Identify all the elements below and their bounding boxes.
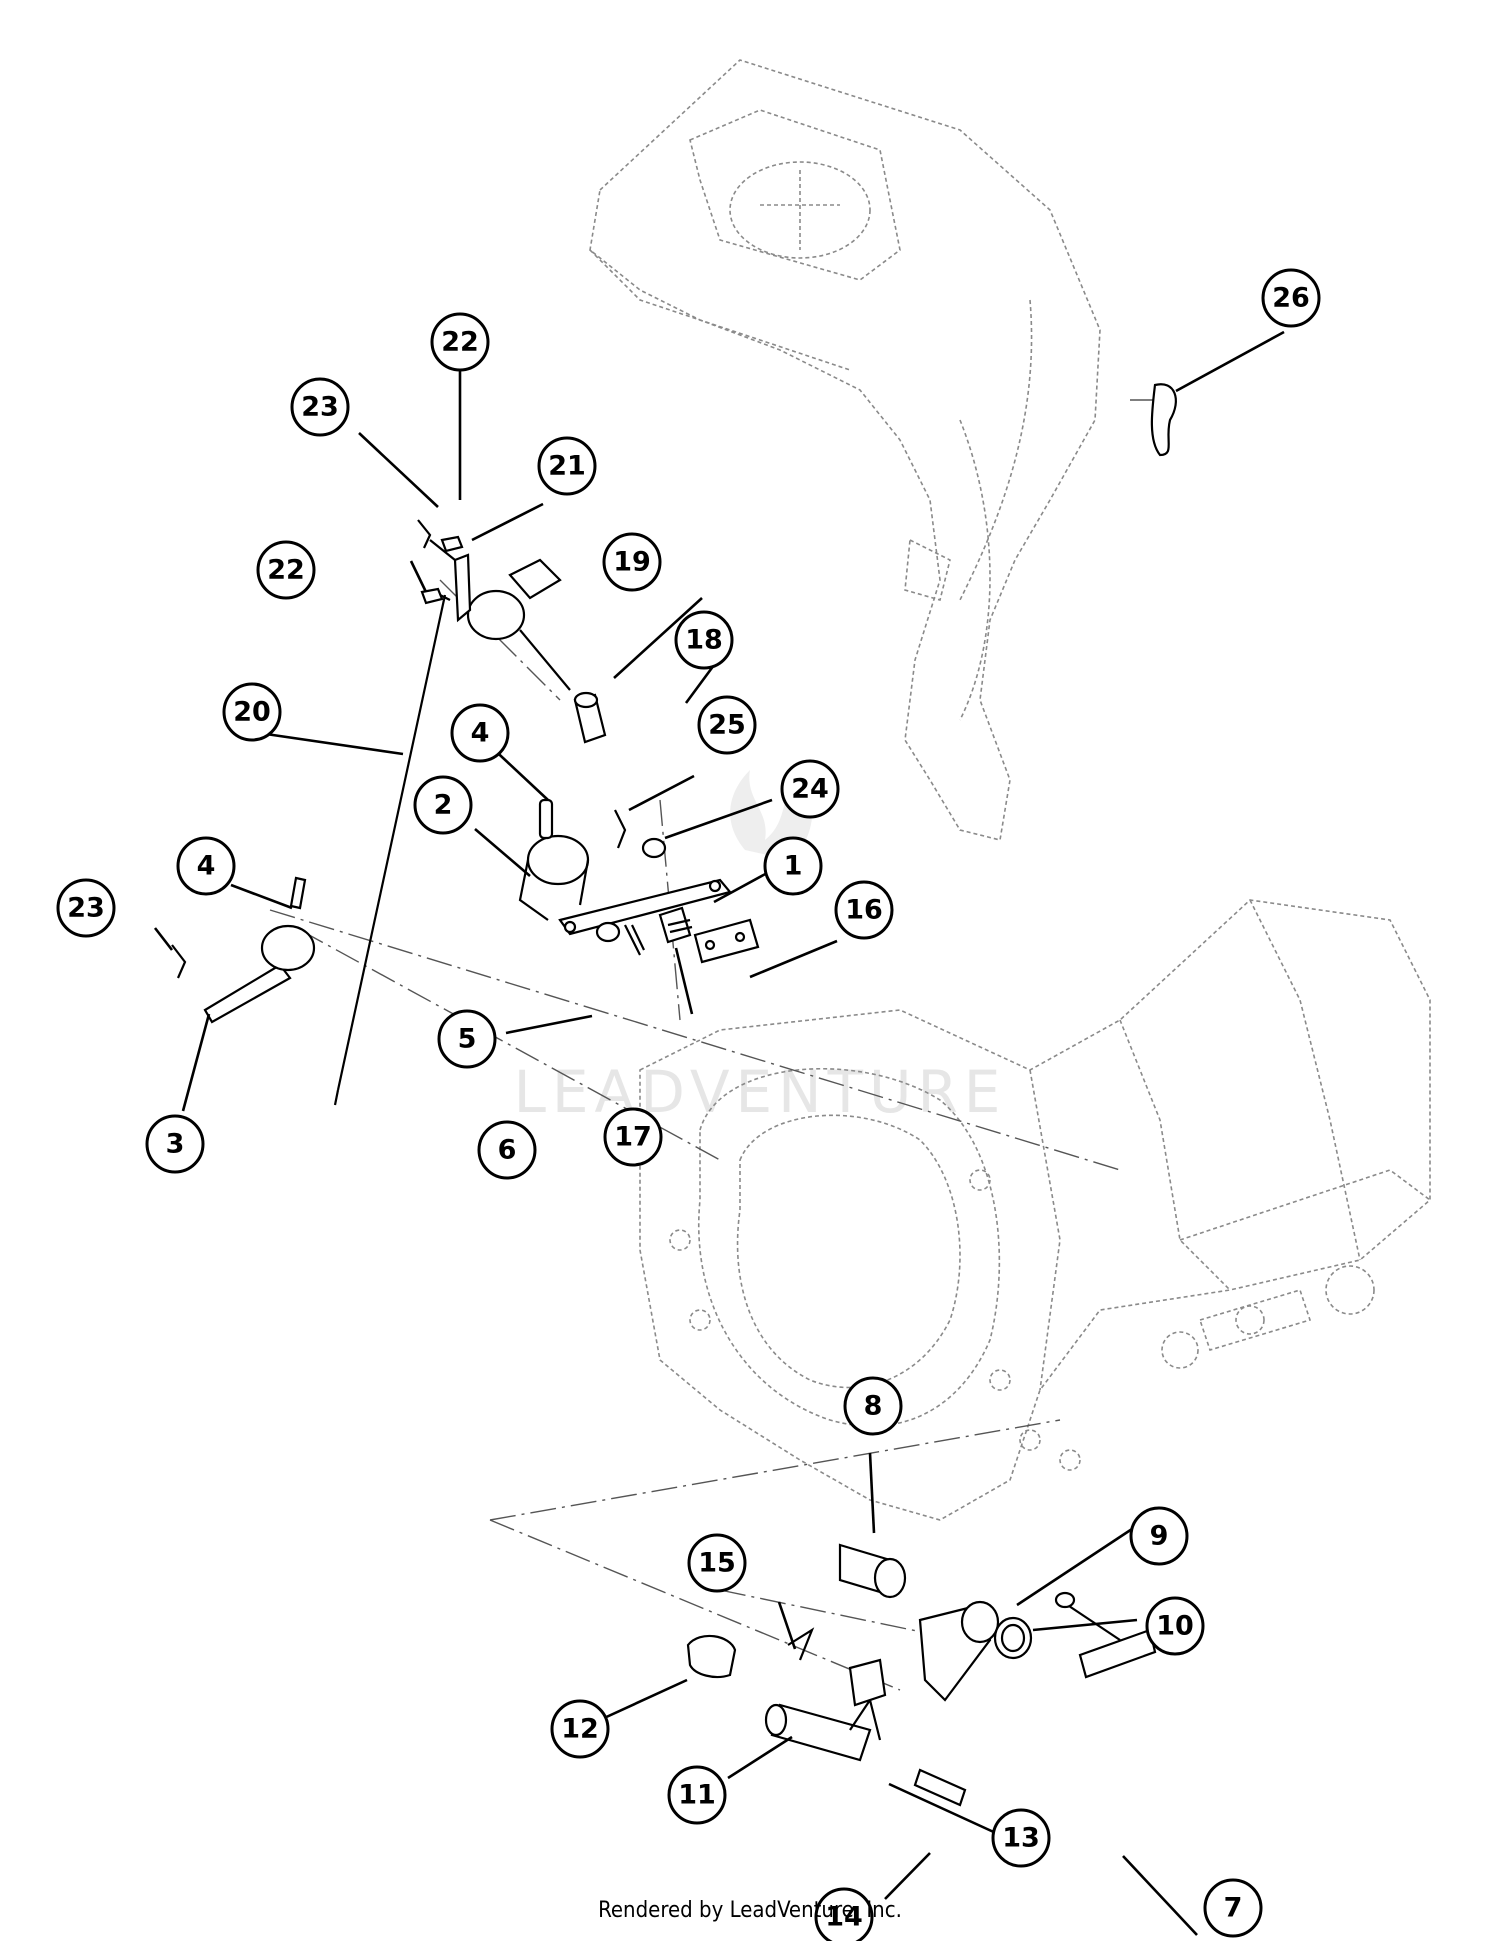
part-26-clip [1150,383,1177,457]
callout-18: 18 [674,610,734,670]
part-22-nut-lower [420,587,444,605]
footer-credit: Rendered by LeadVenture, Inc. [598,1898,902,1923]
watermark: LEADVENTURE [514,770,1007,1126]
callout-25: 25 [697,695,757,755]
callout-number: 11 [678,1780,716,1811]
callout-number: 9 [1150,1521,1169,1552]
callout-number: 26 [1272,283,1310,314]
part-6-cotter-pin [624,924,645,956]
part-4-roll-pin-upper [538,798,554,840]
callout-1: 1 [763,836,823,896]
callout-number: 12 [561,1714,599,1745]
upper-housing [589,59,1101,841]
part-8-bushing [838,1543,907,1599]
callout-11: 11 [667,1765,727,1825]
callout-number: 10 [1156,1611,1194,1642]
callout-number: 15 [698,1548,736,1579]
part-24-washer [641,837,667,859]
part-11-pivot-shaft [764,1697,882,1762]
callout-number: 20 [233,697,271,728]
assembly-axes [269,399,1160,1691]
part-2-shift-hub [518,834,590,921]
part-22-nut-upper [440,535,464,553]
part-20-shift-rod [333,594,451,1106]
callout-15: 15 [687,1533,747,1593]
part-23-cotter-upper [417,519,432,549]
callout-14: 14 [814,1887,874,1941]
callout-number: 1 [784,851,803,882]
callout-number: 18 [685,625,723,656]
leader-lines [153,330,1285,1936]
callout-number: 22 [441,327,479,358]
part-4-roll-pin-lower [289,876,307,910]
callout-23b: 23 [56,878,116,938]
callout-3: 3 [145,1114,205,1174]
transmission-housing [639,899,1431,1521]
callout-19: 19 [602,532,662,592]
callout-number: 25 [708,710,746,741]
callout-24: 24 [780,759,840,819]
callout-16: 16 [834,880,894,940]
callout-number: 2 [434,790,453,821]
callout-number: 21 [548,451,586,482]
callout-number: 17 [614,1122,652,1153]
part-9-cam-lever [918,1600,1000,1702]
part-25-cotter [614,809,627,849]
callout-number: 7 [1224,1893,1243,1924]
part-12-bushing [686,1634,737,1679]
part-23-cotter-lower [171,944,187,979]
part-3-lower-arm [203,924,316,1024]
callout-10: 10 [1145,1596,1205,1656]
callout-number: 19 [613,547,651,578]
callout-2: 2 [413,775,473,835]
part-16-plate [693,918,760,964]
callout-number: 8 [864,1391,883,1422]
callout-8: 8 [843,1376,903,1436]
part-7-bracket-shaft [1054,1591,1157,1679]
callout-number: 6 [498,1135,517,1166]
callout-22b: 22 [256,540,316,600]
part-18-sleeve [573,691,607,744]
callout-number: 24 [791,774,829,805]
part-13-block [848,1658,887,1707]
callout-number: 14 [825,1902,863,1933]
callout-22a: 22 [430,312,490,372]
callout-4b: 4 [176,836,236,896]
callout-number: 23 [67,893,105,924]
callout-12: 12 [550,1699,610,1759]
part-10-spring [993,1616,1033,1660]
callout-6: 6 [477,1120,537,1180]
callout-number: 4 [197,851,216,882]
part-15-hairpin [787,1627,815,1661]
part-21-bracket [429,539,472,623]
callout-4a: 4 [450,703,510,763]
callout-number: 22 [267,555,305,586]
part-19-upper-lever [466,558,571,691]
callout-26: 26 [1261,268,1321,328]
part-14-pin [913,1768,967,1807]
callout-number: 23 [301,392,339,423]
callout-5: 5 [437,1009,497,1069]
callout-7: 7 [1203,1878,1263,1938]
part-5-washer [595,921,621,943]
callout-number: 13 [1002,1823,1040,1854]
part-17-bolt [658,906,693,944]
callout-17: 17 [603,1107,663,1167]
callout-23a: 23 [290,377,350,437]
callout-9: 9 [1129,1506,1189,1566]
part-1-shift-arm [558,878,732,936]
callout-number: 16 [845,895,883,926]
callout-number: 3 [166,1129,185,1160]
callout-21: 21 [537,436,597,496]
callout-number: 5 [458,1024,477,1055]
callout-13: 13 [991,1808,1051,1868]
callout-20: 20 [222,682,282,742]
watermark-text: LEADVENTURE [514,1058,1007,1126]
callout-number: 4 [471,718,490,749]
